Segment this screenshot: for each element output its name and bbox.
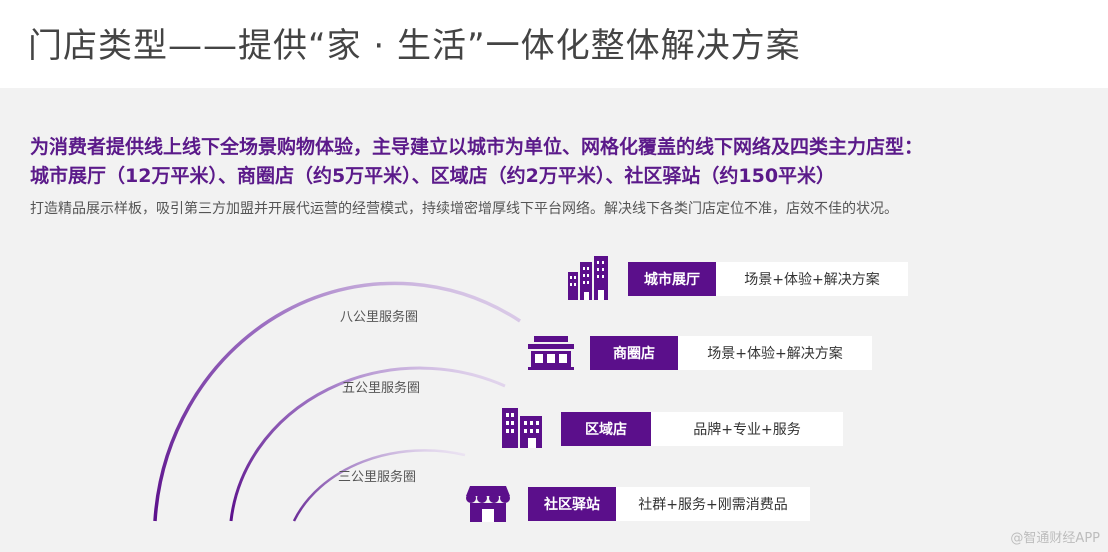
headline-line-2: 城市展厅（12万平米）、商圈店（约5万平米）、区域店（约2万平米）、社区驿站（约… bbox=[30, 165, 836, 187]
arc-eight-km bbox=[153, 281, 521, 522]
arc-five-km bbox=[229, 366, 506, 522]
awning-shop-icon bbox=[466, 486, 510, 522]
city-buildings-icon bbox=[568, 256, 608, 300]
store-desc-business-district: 场景+体验+解决方案 bbox=[678, 336, 872, 370]
description: 打造精品展示样板，吸引第三方加盟并开展代运营的经营模式，持续增密增厚线下平台网络… bbox=[30, 201, 898, 217]
mall-storefront-icon bbox=[528, 336, 574, 370]
store-name-community-station: 社区驿站 bbox=[528, 487, 616, 521]
store-name-city-showroom: 城市展厅 bbox=[628, 262, 716, 296]
ring-label-eight-km: 八公里服务圈 bbox=[340, 310, 419, 325]
watermark: @智通财经APP bbox=[1010, 531, 1100, 546]
page-title: 门店类型——提供“家 · 生活”一体化整体解决方案 bbox=[28, 26, 801, 66]
headline-line-1: 为消费者提供线上线下全场景购物体验，主导建立以城市为单位、网格化覆盖的线下网络及… bbox=[30, 136, 924, 158]
store-desc-regional: 品牌+专业+服务 bbox=[651, 412, 843, 446]
ring-label-five-km: 五公里服务圈 bbox=[342, 381, 421, 396]
store-name-business-district: 商圈店 bbox=[590, 336, 678, 370]
content-panel bbox=[0, 88, 1108, 552]
store-name-regional: 区域店 bbox=[561, 412, 651, 446]
store-desc-community-station: 社群+服务+刚需消费品 bbox=[616, 487, 810, 521]
store-desc-city-showroom: 场景+体验+解决方案 bbox=[716, 262, 908, 296]
ring-label-three-km: 三公里服务圈 bbox=[338, 470, 417, 485]
office-building-icon bbox=[502, 408, 542, 448]
arc-three-km bbox=[292, 449, 466, 522]
